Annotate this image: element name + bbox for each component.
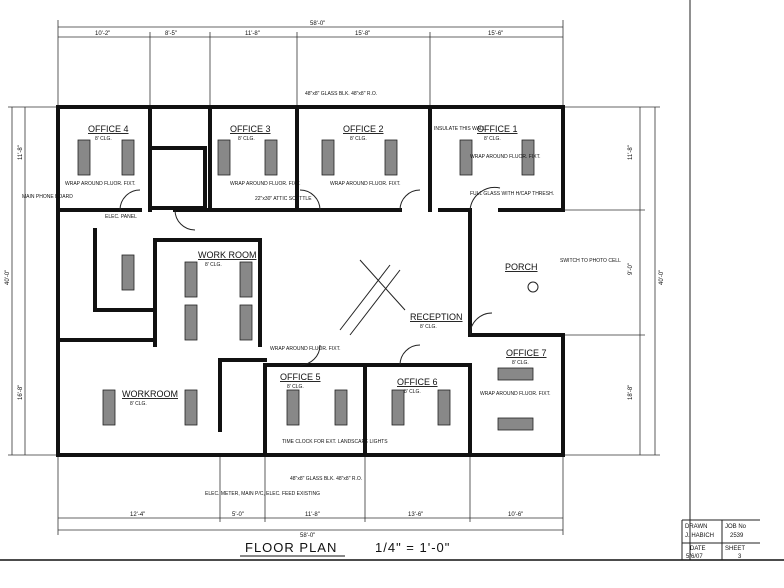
dim-label: 11'-8" — [18, 145, 24, 160]
dim-label: 10'-6" — [508, 512, 523, 518]
drawn-by: J. HABICH — [685, 533, 714, 539]
room-label-office-7: OFFICE 7 — [506, 348, 547, 358]
room-note: 8' CLG. — [512, 360, 529, 366]
note-text: INSULATE THIS WALL — [434, 126, 486, 132]
note-text: WRAP AROUND FLUOR. FIXT. — [270, 346, 340, 352]
room-note: 8' CLG. — [420, 324, 437, 330]
drawn-label: DRAWN — [685, 524, 707, 530]
room-label-work-room: WORK ROOM — [198, 250, 257, 260]
note-text: FULL GLASS WITH H/CAP THRESH. — [470, 191, 554, 197]
room-note: 8' CLG. — [238, 136, 255, 142]
note-text: WRAP AROUND FLUOR. FIXT. — [65, 181, 135, 187]
top-dimensions: 58'-0" 10'-2" 8'-5" 11'-8" 15'-8" 15'-6" — [57, 20, 564, 107]
bottom-dimensions: 12'-4" 5'-0" 11'-8" 13'-6" 10'-6" 58'-0" — [57, 455, 564, 539]
note-text: WRAP AROUND FLUOR. FIXT. — [230, 181, 300, 187]
title-block: DRAWN J. HABICH JOB No 2539 DATE 5/6/07 … — [681, 519, 760, 560]
dim-label: 15'-6" — [488, 31, 503, 37]
room-note: 8' CLG. — [130, 401, 147, 407]
room-label-workroom: WORKROOM — [122, 389, 178, 399]
note-text: WRAP AROUND FLUOR. FIXT. — [480, 391, 550, 397]
date-value: 5/6/07 — [686, 554, 703, 560]
note-text: ELEC. METER, MAIN P/C, ELEC. FEED EXISTI… — [205, 491, 320, 497]
note-text: 22"x30" ATTIC SCUTTLE — [255, 196, 312, 202]
dim-label: 5'-0" — [232, 512, 244, 518]
room-note: 8' CLG. — [287, 384, 304, 390]
dim-label: 18'-8" — [628, 385, 634, 400]
note-text: ELEC. PANEL — [105, 214, 137, 220]
room-label-office-4: OFFICE 4 — [88, 124, 129, 134]
room-note: 8' CLG. — [404, 389, 421, 395]
room-label-reception: RECEPTION — [410, 312, 463, 322]
dim-label: 15'-8" — [355, 31, 370, 37]
note-text: TIME CLOCK FOR EXT. LANDSCAPE LIGHTS — [282, 439, 388, 445]
dim-label: 12'-4" — [130, 512, 145, 518]
room-note: 8' CLG. — [205, 262, 222, 268]
dim-label: 16'-8" — [18, 385, 24, 400]
overall-dim-right: 40'-0" — [659, 270, 665, 285]
room-label-porch: PORCH — [505, 262, 538, 272]
left-dimensions: 11'-8" 40'-0" 16'-8" — [5, 106, 58, 456]
room-label-office-5: OFFICE 5 — [280, 372, 321, 382]
door-swings — [119, 187, 501, 366]
right-dimensions: 11'-8" 9'-0" 18'-8" 40'-0" — [563, 106, 665, 456]
note-text: WRAP AROUND FLUOR. FIXT. — [470, 154, 540, 160]
dim-label: 11'-8" — [628, 145, 634, 160]
dim-label: 40'-0" — [5, 270, 11, 285]
room-note: 8' CLG. — [484, 136, 501, 142]
job-number: 2539 — [730, 533, 744, 539]
light-fixtures — [77, 139, 535, 431]
dim-label: 11'-8" — [305, 512, 320, 518]
room-note: 8' CLG. — [350, 136, 367, 142]
dim-label: 10'-2" — [95, 31, 110, 37]
dim-label: 8'-5" — [165, 31, 177, 37]
dim-label: 9'-0" — [628, 263, 634, 275]
room-label-office-6: OFFICE 6 — [397, 377, 438, 387]
note-text: 48"x8" GLASS BLK. 48"x8" R.O. — [290, 476, 362, 482]
room-label-office-1: OFFICE 1 — [477, 124, 518, 134]
note-text: WRAP AROUND FLUOR. FIXT. — [330, 181, 400, 187]
title-text: FLOOR PLAN — [245, 540, 337, 555]
room-label-office-3: OFFICE 3 — [230, 124, 271, 134]
sheet-number: 3 — [738, 554, 742, 560]
overall-dim-bottom: 58'-0" — [300, 533, 315, 539]
job-label: JOB No — [725, 524, 747, 530]
dim-label: 11'-8" — [245, 31, 260, 37]
date-label: DATE — [690, 546, 706, 552]
scale-text: 1/4" = 1'-0" — [375, 540, 450, 555]
overall-dim-top: 58'-0" — [310, 21, 325, 27]
walls — [56, 105, 565, 457]
reception-feature — [339, 259, 539, 336]
room-label-office-2: OFFICE 2 — [343, 124, 384, 134]
sheet-label: SHEET — [725, 546, 745, 552]
note-text: SWITCH TO PHOTO CELL — [560, 258, 621, 264]
drawing-title: FLOOR PLAN 1/4" = 1'-0" — [240, 540, 450, 557]
note-text: MAIN PHONE BOARD — [22, 194, 73, 200]
room-note: 8' CLG. — [95, 136, 112, 142]
dim-label: 13'-6" — [408, 512, 423, 518]
note-text: 48"x8" GLASS BLK. 48"x8" R.O. — [305, 91, 377, 97]
